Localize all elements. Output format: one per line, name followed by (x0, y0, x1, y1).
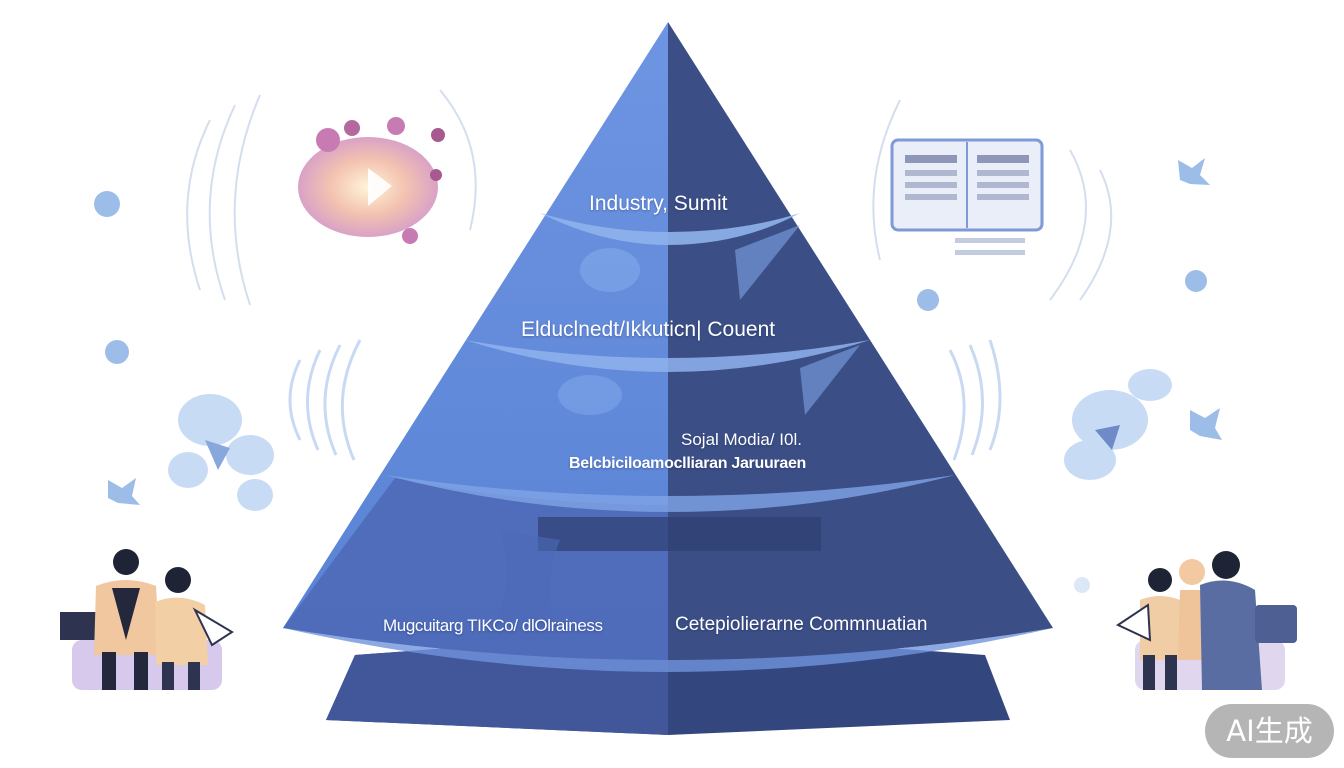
people-group-right-icon (1115, 551, 1297, 690)
ai-generated-badge: AI生成 (1205, 704, 1334, 758)
decorative-blobs-right (1064, 369, 1172, 480)
decorative-blobs-left (168, 394, 274, 511)
signal-waves-icon (288, 339, 1002, 461)
tier-2-label: Elduclnedt/Ikkuticn| Couent (521, 318, 776, 341)
tier-4-left-label: Mugcuitarg TIKCo/ dlOlrainess (383, 616, 603, 635)
pyramid (283, 22, 1053, 735)
people-group-left-icon (60, 549, 234, 690)
decorative-dots (94, 158, 1222, 505)
tier-3-label: Sojal Modia/ I0l. (681, 430, 802, 449)
signal-waves-icon (186, 89, 1113, 306)
brain-icon (298, 117, 445, 244)
tier-3-sublabel: Belcbiciloamoclliaran Jaruuraen (569, 455, 807, 472)
tier-4-right-label: Cetepiolierarne Commnuatian (675, 614, 928, 635)
decorative-dots (1074, 577, 1090, 593)
tier-1-label: Industry, Sumit (589, 192, 728, 215)
newspaper-icon (890, 138, 1044, 255)
